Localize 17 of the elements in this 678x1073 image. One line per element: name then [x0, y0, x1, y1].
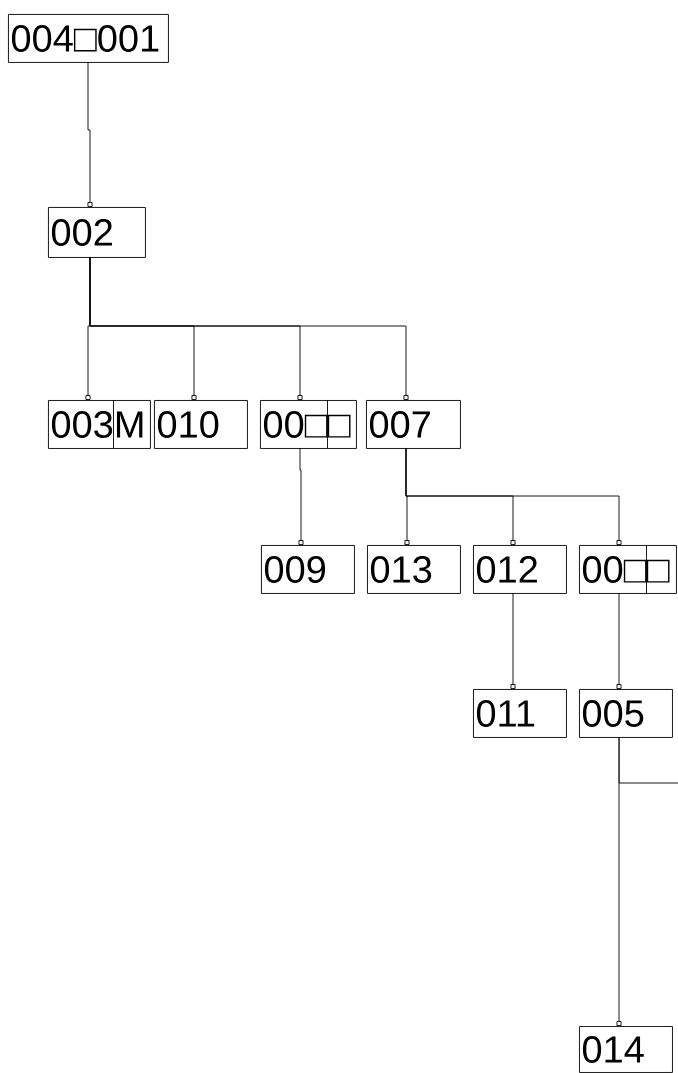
connector-line — [89, 256, 409, 400]
unit-box: 010 — [154, 400, 248, 449]
unit-box: 004□001 — [8, 14, 169, 63]
unit-box: 009 — [261, 545, 355, 594]
unit-box: 014 — [579, 1026, 673, 1073]
connector-line — [405, 447, 622, 545]
connector-line — [298, 447, 304, 545]
unit-box: 011 — [473, 689, 567, 738]
unit-box: 005 — [579, 689, 673, 738]
connector-line — [616, 592, 622, 689]
connector-line — [87, 61, 93, 207]
connector-line — [618, 736, 678, 784]
unit-box: 013 — [367, 545, 461, 594]
unit-box: 012 — [473, 545, 567, 594]
unit-box: 007 — [366, 400, 461, 449]
unit-box: 002 — [48, 207, 146, 258]
connector-line — [510, 592, 516, 689]
